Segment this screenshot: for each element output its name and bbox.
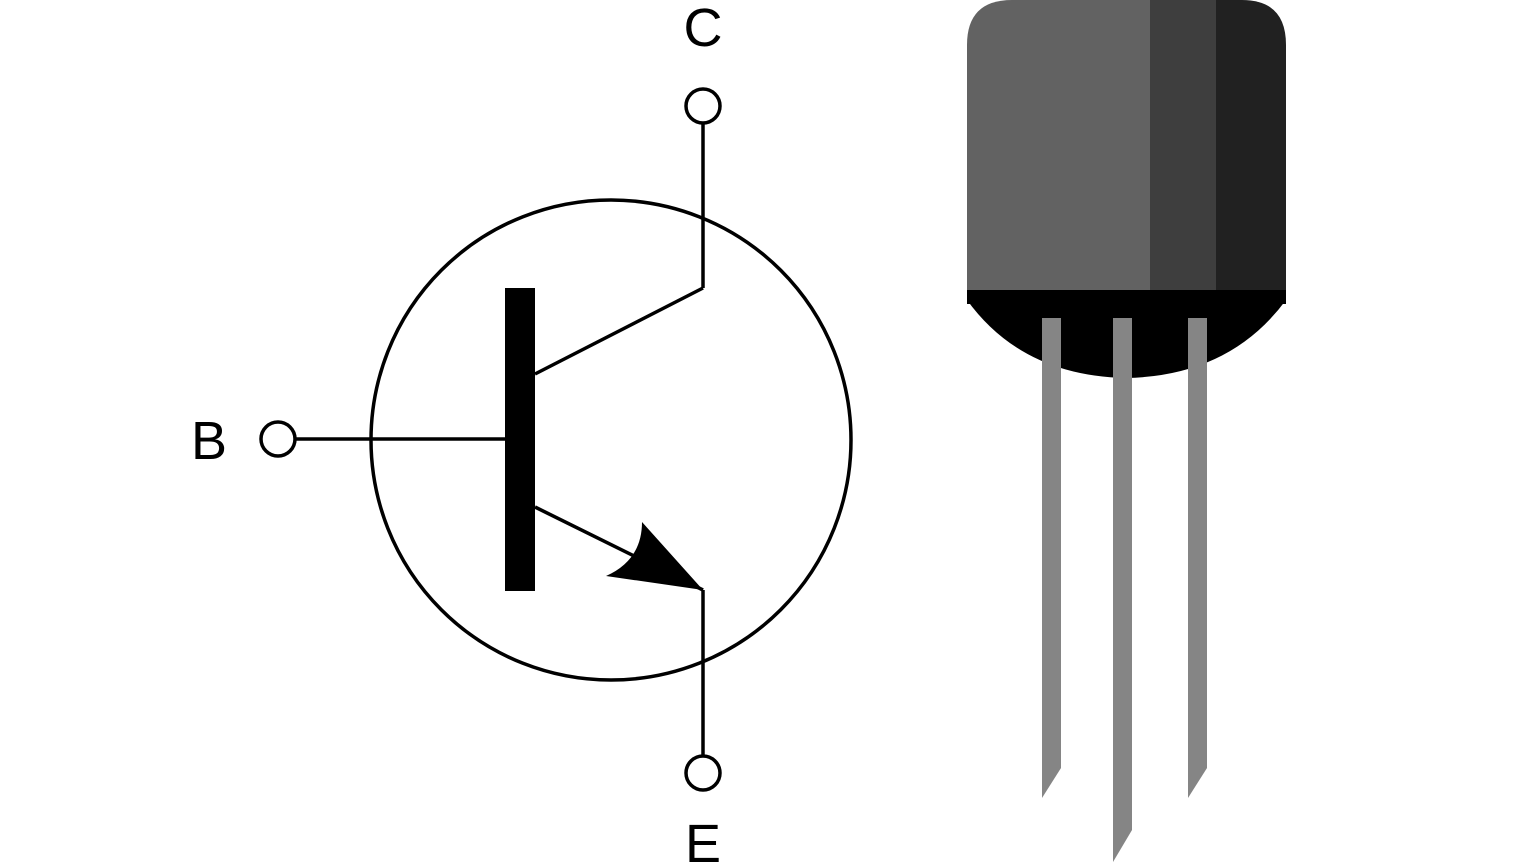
- package-body-side: [1150, 0, 1216, 292]
- base-bar: [505, 288, 535, 591]
- npn-transistor-symbol-icon: C B E: [191, 0, 853, 864]
- package-body-base-band: [967, 290, 1286, 304]
- to-92-transistor-package-icon: [967, 0, 1286, 862]
- collector-diagonal: [534, 286, 704, 376]
- collector-terminal-node[interactable]: [684, 87, 722, 125]
- emitter-terminal-node[interactable]: [684, 754, 722, 792]
- package-lead-right: [1188, 318, 1207, 798]
- package-lead-left: [1042, 318, 1061, 798]
- collector-label: C: [684, 0, 723, 58]
- package-body-back: [1216, 0, 1286, 292]
- base-label: B: [191, 411, 227, 471]
- emitter-label: E: [685, 814, 721, 864]
- package-lead-middle: [1113, 318, 1132, 862]
- package-body-front: [967, 0, 1150, 292]
- base-terminal-node[interactable]: [259, 420, 297, 458]
- emitter-arrow-icon: [606, 522, 703, 590]
